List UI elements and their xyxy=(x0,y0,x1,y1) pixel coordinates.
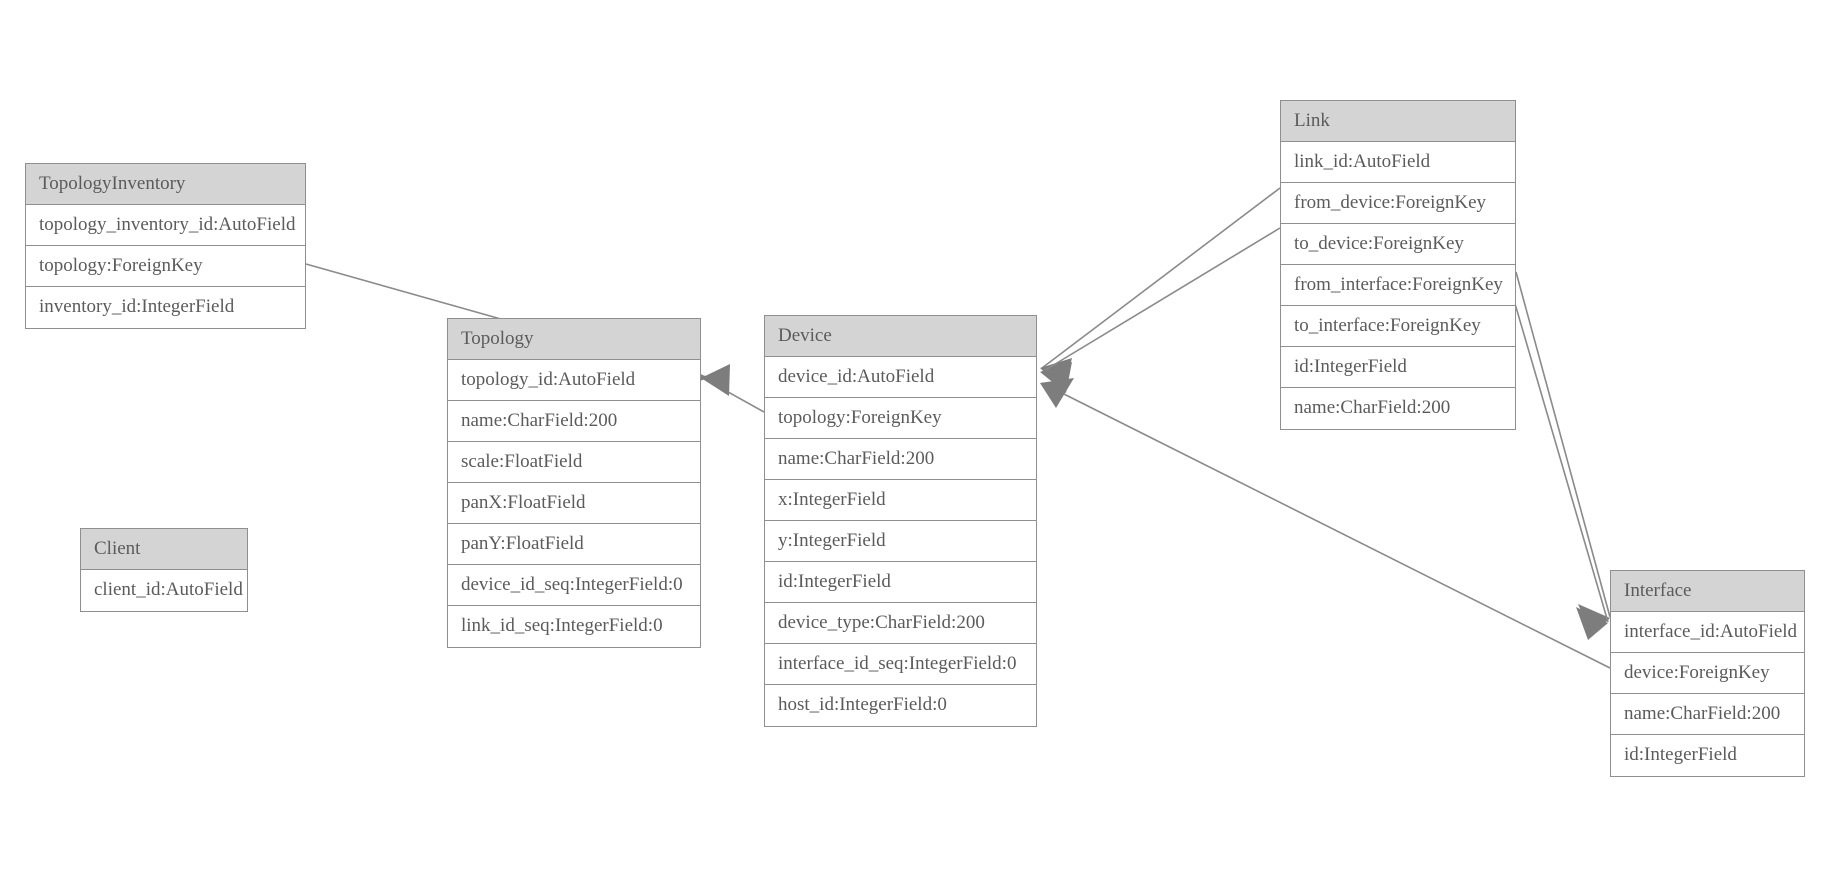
relation-line xyxy=(1041,227,1281,373)
entity-field[interactable]: to_interface:ForeignKey xyxy=(1281,306,1515,347)
relation-link-to-device xyxy=(1040,227,1281,393)
entity-field[interactable]: link_id:AutoField xyxy=(1281,142,1515,183)
entity-field[interactable]: id:IntegerField xyxy=(1281,347,1515,388)
relation-device-topology xyxy=(701,364,765,413)
entity-title-topologyinventory: TopologyInventory xyxy=(26,164,305,205)
relation-link-from-device xyxy=(1040,187,1281,390)
entity-title-client: Client xyxy=(81,529,247,570)
entity-field[interactable]: topology_id:AutoField xyxy=(448,360,700,401)
entity-field[interactable]: from_device:ForeignKey xyxy=(1281,183,1515,224)
entity-title-device: Device xyxy=(765,316,1036,357)
entity-field[interactable]: interface_id:AutoField xyxy=(1611,612,1804,653)
relation-arrowhead-icon xyxy=(1040,358,1072,390)
relation-link-to-interface xyxy=(1510,289,1609,640)
entity-title-interface: Interface xyxy=(1611,571,1804,612)
entity-field[interactable]: device_type:CharField:200 xyxy=(765,603,1036,644)
entity-field[interactable]: name:CharField:200 xyxy=(1611,694,1804,735)
entity-field[interactable]: x:IntegerField xyxy=(765,480,1036,521)
entity-title-link: Link xyxy=(1281,101,1515,142)
entity-field[interactable]: to_device:ForeignKey xyxy=(1281,224,1515,265)
entity-field[interactable]: panX:FloatField xyxy=(448,483,700,524)
relation-line xyxy=(1510,289,1609,623)
entity-field[interactable]: id:IntegerField xyxy=(765,562,1036,603)
relation-arrowhead-icon xyxy=(1576,607,1608,640)
entity-field[interactable]: topology:ForeignKey xyxy=(765,398,1036,439)
entity-field[interactable]: device:ForeignKey xyxy=(1611,653,1804,694)
entity-field[interactable]: topology_inventory_id:AutoField xyxy=(26,205,305,246)
entity-title-topology: Topology xyxy=(448,319,700,360)
relation-line xyxy=(1515,271,1611,618)
relation-link-from-interface xyxy=(1515,271,1611,636)
entity-field[interactable]: id:IntegerField xyxy=(1611,735,1804,776)
entity-field[interactable]: name:CharField:200 xyxy=(765,439,1036,480)
relation-arrowhead-icon xyxy=(1040,378,1074,408)
entity-field[interactable]: link_id_seq:IntegerField:0 xyxy=(448,606,700,647)
entity-field[interactable]: name:CharField:200 xyxy=(448,401,700,442)
entity-field[interactable]: from_interface:ForeignKey xyxy=(1281,265,1515,306)
entity-field[interactable]: device_id:AutoField xyxy=(765,357,1036,398)
entity-field[interactable]: panY:FloatField xyxy=(448,524,700,565)
entity-field[interactable]: y:IntegerField xyxy=(765,521,1036,562)
entity-field[interactable]: name:CharField:200 xyxy=(1281,388,1515,429)
entity-field[interactable]: inventory_id:IntegerField xyxy=(26,287,305,328)
relation-arrowhead-icon xyxy=(701,364,730,396)
entity-field[interactable]: interface_id_seq:IntegerField:0 xyxy=(765,644,1036,685)
relation-arrowhead-icon xyxy=(1040,362,1072,393)
relation-arrowhead-icon xyxy=(1578,604,1610,636)
relation-line xyxy=(1041,187,1281,369)
entity-field[interactable]: scale:FloatField xyxy=(448,442,700,483)
relation-line xyxy=(702,377,765,413)
entity-field[interactable]: host_id:IntegerField:0 xyxy=(765,685,1036,726)
entity-field[interactable]: device_id_seq:IntegerField:0 xyxy=(448,565,700,606)
entity-field[interactable]: topology:ForeignKey xyxy=(26,246,305,287)
entity-field[interactable]: client_id:AutoField xyxy=(81,570,247,611)
